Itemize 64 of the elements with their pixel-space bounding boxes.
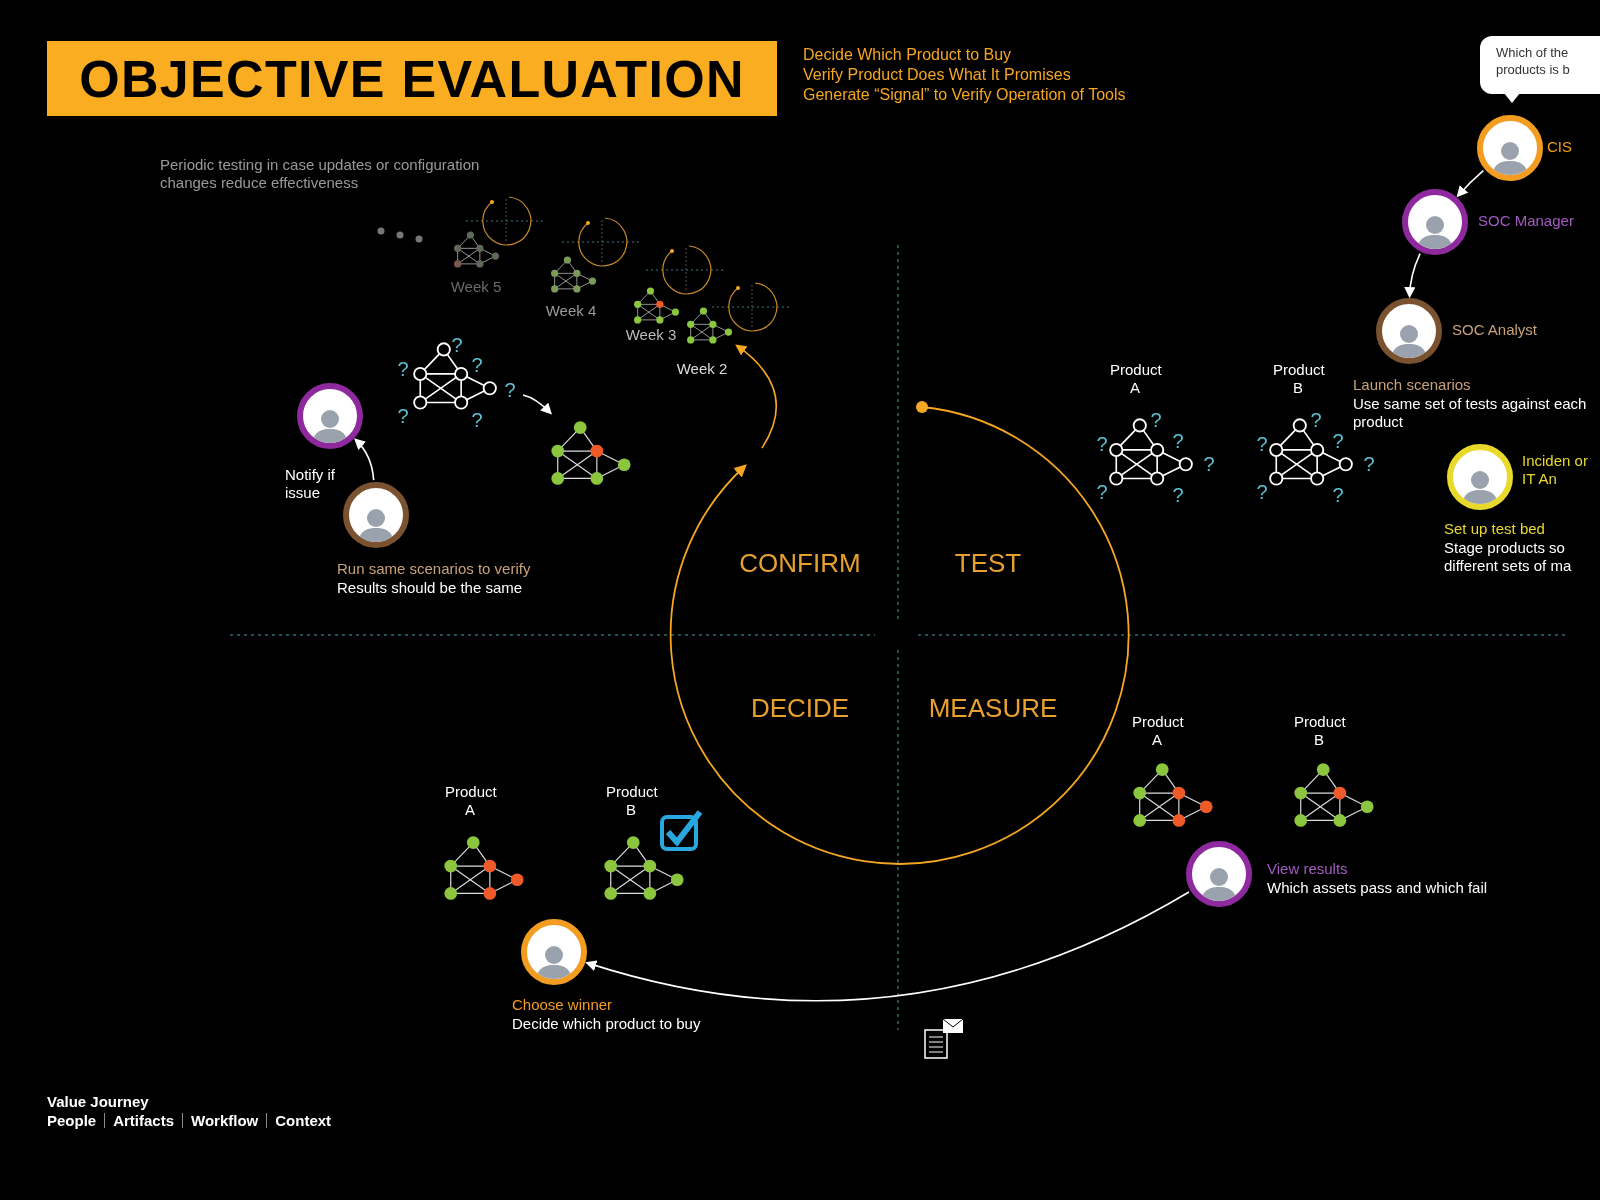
phase-label: CONFIRM xyxy=(739,546,861,580)
question-mark: ? xyxy=(1172,484,1184,506)
question-mark: ? xyxy=(471,409,483,431)
footer-heading: Value Journey xyxy=(47,1092,150,1111)
network-graph-drawing xyxy=(631,286,681,326)
network-graph-drawing xyxy=(684,306,734,346)
arrow xyxy=(522,394,553,415)
question-mark: ? xyxy=(1332,484,1344,506)
arrow xyxy=(735,344,777,449)
question-mark: ? xyxy=(1363,453,1375,475)
question-mark: ? xyxy=(1096,481,1108,503)
caption-text: Set up test bed xyxy=(1444,520,1546,538)
caption-text: Week 3 xyxy=(624,326,678,344)
arrow xyxy=(354,438,375,481)
caption-text: View results xyxy=(1267,860,1349,878)
caption-text: Product A xyxy=(1132,713,1182,749)
caption-text: Stage products so different sets of ma xyxy=(1444,539,1573,575)
footer-link: Workflow xyxy=(191,1111,259,1130)
question-mark: ? xyxy=(1332,430,1344,452)
phase-label: MEASURE xyxy=(928,691,1058,725)
question-mark: ? xyxy=(1256,433,1268,455)
caption-text: Which assets pass and which fail xyxy=(1267,879,1489,897)
question-mark: ? xyxy=(1203,453,1215,475)
caption-text: Inciden or IT An xyxy=(1522,452,1589,488)
question-mark: ? xyxy=(397,405,409,427)
caption-text: Week 4 xyxy=(544,302,598,320)
caption-text: SOC Manager xyxy=(1478,212,1575,230)
question-mark: ? xyxy=(471,354,483,376)
question-mark: ? xyxy=(1096,433,1108,455)
question-mark: ? xyxy=(1172,430,1184,452)
question-mark: ? xyxy=(1310,409,1322,431)
caption-text: Choose winner xyxy=(512,996,614,1014)
edge-label: Notify if issue xyxy=(285,466,336,502)
caption-text: Product A xyxy=(1110,361,1160,397)
caption-text: CIS xyxy=(1547,138,1573,156)
caption-text: Decide which product to buy xyxy=(512,1015,702,1033)
goal-text: Generate “Signal” to Verify Operation of Tools xyxy=(803,85,1126,105)
goal-text: Verify Product Does What It Promises xyxy=(803,65,1072,85)
caption-text: Week 5 xyxy=(449,278,503,296)
title-banner: OBJECTIVE EVALUATION xyxy=(47,41,777,116)
caption-text: Week 2 xyxy=(675,360,729,378)
network-graph-drawing xyxy=(451,230,501,270)
phase-label: DECIDE xyxy=(750,691,850,725)
goal-text: Decide Which Product to Buy xyxy=(803,45,1013,65)
question-mark: ? xyxy=(1256,481,1268,503)
caption-text: Results should be the same xyxy=(337,579,524,597)
caption-text: Product A xyxy=(445,783,495,819)
question-mark: ? xyxy=(397,358,409,380)
question-mark: ? xyxy=(1150,409,1162,431)
footer-link: People xyxy=(47,1111,97,1130)
caption-text: SOC Analyst xyxy=(1452,321,1539,339)
note-text: Periodic testing in case updates or configuration changes reduce effectiveness xyxy=(160,156,481,192)
caption-text: Use same set of tests against each product xyxy=(1353,395,1588,431)
caption-text: Product B xyxy=(1273,361,1323,397)
caption-text: Product B xyxy=(1294,713,1344,749)
caption-text: Run same scenarios to verify xyxy=(337,560,532,578)
footer-link: Artifacts xyxy=(113,1111,175,1130)
network-graph-drawing xyxy=(548,255,598,295)
caption-text: Product B xyxy=(606,783,656,819)
footer-link: Context xyxy=(275,1111,332,1130)
question-mark: ? xyxy=(451,334,463,356)
caption-text: Launch scenarios xyxy=(1353,376,1472,394)
question-mark: ? xyxy=(504,379,516,401)
phase-label: TEST xyxy=(954,546,1022,580)
